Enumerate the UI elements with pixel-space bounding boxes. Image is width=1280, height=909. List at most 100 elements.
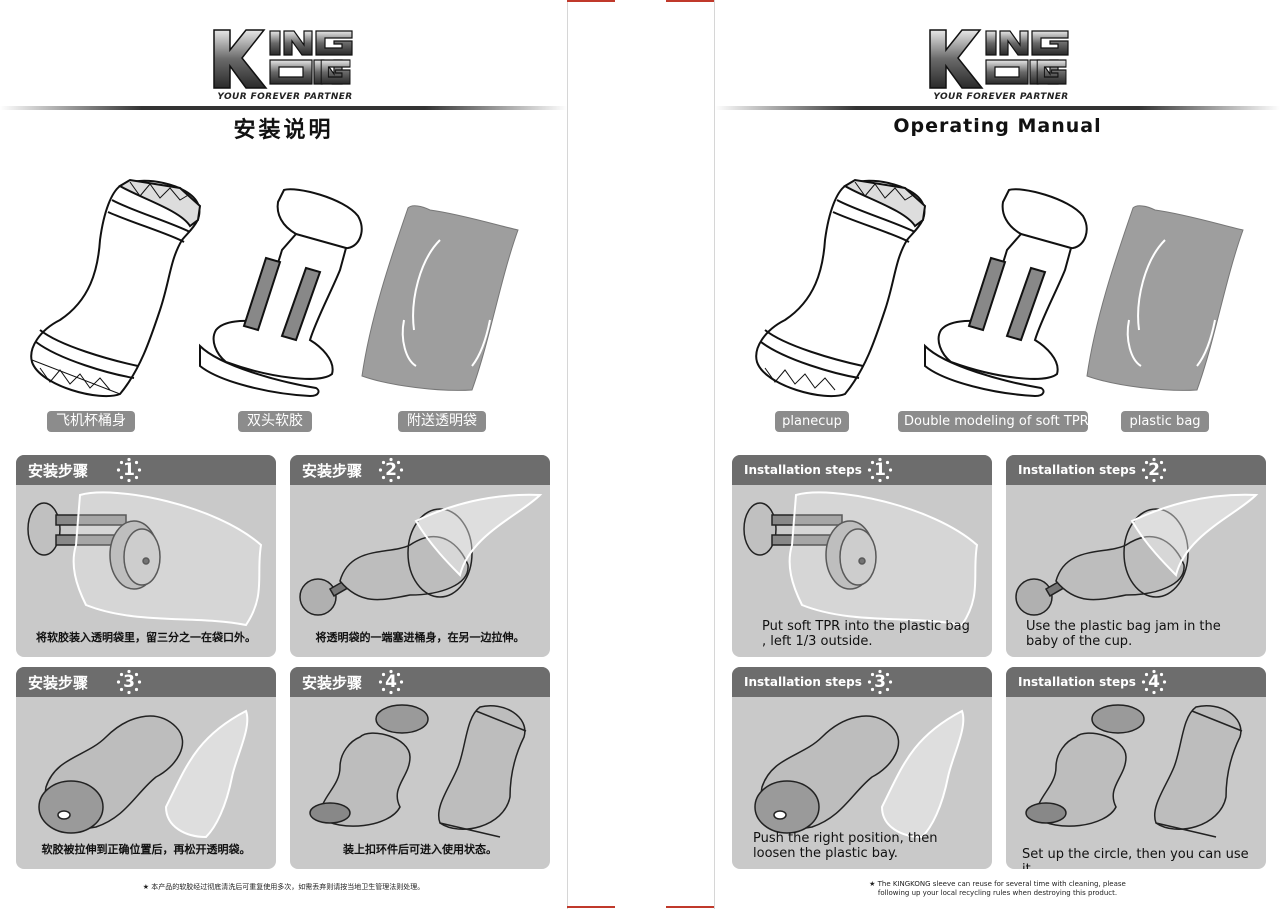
- gutter-line-left: [567, 0, 568, 909]
- kingkong-logo: YOUR FOREVER PARTNER: [928, 28, 1074, 104]
- step-number-dots-icon: [116, 669, 142, 695]
- step-number-dots-icon: [1141, 669, 1167, 695]
- step-number-dots-icon: [378, 457, 404, 483]
- footnote-line: ★ The KINGKONG sleeve can reuse for seve…: [869, 880, 1126, 888]
- step-number: 4: [1148, 672, 1160, 692]
- step-1-illustration: [743, 491, 979, 627]
- manual-page-chinese: YOUR FOREVER PARTNER 安装说明: [0, 0, 567, 909]
- step-title: 安装步骤: [28, 674, 89, 692]
- step-card-3: Installation steps 3 Push the right posi…: [732, 667, 992, 869]
- footnote: ★ 本产品的软胶经过彻底清洗后可重复使用多次，如需丢弃则请按当地卫生管理法则处理…: [142, 883, 425, 891]
- parts-illustration: [745, 170, 1265, 400]
- step-card-1: Installation steps 1 Put soft TPR into t…: [732, 455, 992, 657]
- step-1-illustration: [27, 491, 263, 627]
- step-number-badge: 1: [867, 457, 893, 483]
- crop-mark: [666, 906, 714, 908]
- step-header: [1006, 667, 1266, 697]
- step-title: 安装步骤: [302, 674, 363, 692]
- step-number-dots-icon: [116, 457, 142, 483]
- footnote-line: following up your local recycling rules …: [877, 889, 1118, 897]
- step-4-illustration: [309, 704, 527, 838]
- logo-lettering-icon: [213, 29, 353, 89]
- manual-page-english: YOUR FOREVER PARTNER Operating Manual: [715, 0, 1280, 909]
- logo-lettering-icon: [929, 29, 1069, 89]
- step-3-illustration: [754, 709, 965, 839]
- step-number-dots-icon: [1141, 457, 1167, 483]
- step-header: [732, 667, 992, 697]
- step-number: 2: [385, 460, 397, 480]
- step-number-dots-icon: [867, 457, 893, 483]
- step-number-badge: 1: [116, 457, 142, 483]
- step-number: 3: [123, 672, 135, 692]
- step-header: [1006, 455, 1266, 485]
- step-caption: Set up the circle, then you can use it.: [1022, 847, 1249, 869]
- parts-illustration: [20, 170, 540, 400]
- step-2-illustration: [1015, 493, 1259, 616]
- footnote: ★ The KINGKONG sleeve can reuse for seve…: [715, 880, 1280, 898]
- part-label-plastic-bag: plastic bag: [1121, 411, 1209, 432]
- step-number-dots-icon: [867, 669, 893, 695]
- step-title: 安装步骤: [302, 462, 363, 480]
- step-number-dots-icon: [378, 669, 404, 695]
- part-label-cup: 飞机杯桶身: [47, 411, 135, 432]
- step-number: 1: [874, 460, 886, 480]
- soft-tpr-insert-icon: [199, 188, 363, 398]
- step-number-badge: 3: [116, 669, 142, 695]
- kingkong-logo: YOUR FOREVER PARTNER: [212, 28, 358, 104]
- step-caption: Put soft TPR into the plastic bag , left…: [762, 619, 970, 649]
- step-number-badge: 3: [867, 669, 893, 695]
- step-title: Installation steps: [744, 675, 862, 689]
- header-rule: [715, 106, 1280, 110]
- step-caption: 装上扣环件后可进入使用状态。: [343, 843, 497, 856]
- plastic-bag-icon: [1086, 205, 1244, 391]
- page-gutter: [567, 0, 715, 909]
- step-caption: 软胶被拉伸到正确位置后，再松开透明袋。: [41, 843, 251, 856]
- page-title: Operating Manual: [893, 115, 1102, 137]
- step-number-badge: 2: [378, 457, 404, 483]
- part-label-cup: planecup: [775, 411, 849, 432]
- step-3-illustration: [38, 709, 249, 839]
- step-number: 1: [123, 460, 135, 480]
- part-label-plastic-bag: 附送透明袋: [398, 411, 486, 432]
- soft-tpr-insert-icon: [924, 188, 1088, 398]
- page-title: 安装说明: [233, 118, 334, 143]
- step-caption: 将软胶装入透明袋里，留三分之一在袋口外。: [36, 631, 256, 644]
- crop-mark: [567, 906, 615, 908]
- plastic-bag-icon: [361, 205, 519, 391]
- step-number-badge: 4: [378, 669, 404, 695]
- header-rule: [0, 106, 567, 110]
- step-card-3: 安装步骤 3 软胶被拉伸到正确位置后，再松开透明袋。: [16, 667, 276, 869]
- step-4-illustration: [1025, 704, 1243, 838]
- crop-mark: [666, 0, 714, 2]
- step-card-1: 安装步骤 1 将软胶装入透明袋里，留三分之一在袋口外。: [16, 455, 276, 657]
- cup-outline-icon: [755, 178, 927, 398]
- step-number: 3: [874, 672, 886, 692]
- step-number: 2: [1148, 460, 1160, 480]
- cup-outline-icon: [30, 178, 202, 398]
- logo-tagline: YOUR FOREVER PARTNER: [217, 92, 353, 102]
- step-card-2: Installation steps 2 Use the plastic bag…: [1006, 455, 1266, 657]
- step-header: [16, 455, 276, 485]
- step-title: 安装步骤: [28, 462, 89, 480]
- step-title: Installation steps: [1018, 675, 1136, 689]
- gutter-line-right: [714, 0, 715, 909]
- step-header: [290, 667, 550, 697]
- step-header: [16, 667, 276, 697]
- step-number: 4: [385, 672, 397, 692]
- step-title: Installation steps: [1018, 463, 1136, 477]
- step-card-2: 安装步骤 2 将透明袋的一端塞进桶身，在另一边拉伸。: [290, 455, 550, 657]
- step-header: [732, 455, 992, 485]
- step-title: Installation steps: [744, 463, 862, 477]
- logo-tagline: YOUR FOREVER PARTNER: [933, 92, 1069, 102]
- step-number-badge: 4: [1141, 669, 1167, 695]
- step-card-4: 安装步骤 4 装上扣环件后可进入使用状态。: [290, 667, 550, 869]
- step-header: [290, 455, 550, 485]
- step-caption: 将透明袋的一端塞进桶身，在另一边拉伸。: [315, 631, 525, 644]
- step-card-4: Installation steps 4 Set up the circle, …: [1006, 667, 1266, 869]
- step-caption: Use the plastic bag jam in the baby of t…: [1026, 619, 1221, 649]
- crop-mark: [567, 0, 615, 2]
- part-label-soft-tpr: 双头软胶: [238, 411, 312, 432]
- part-label-soft-tpr: Double modeling of soft TPR: [898, 411, 1089, 432]
- step-2-illustration: [299, 493, 543, 616]
- step-number-badge: 2: [1141, 457, 1167, 483]
